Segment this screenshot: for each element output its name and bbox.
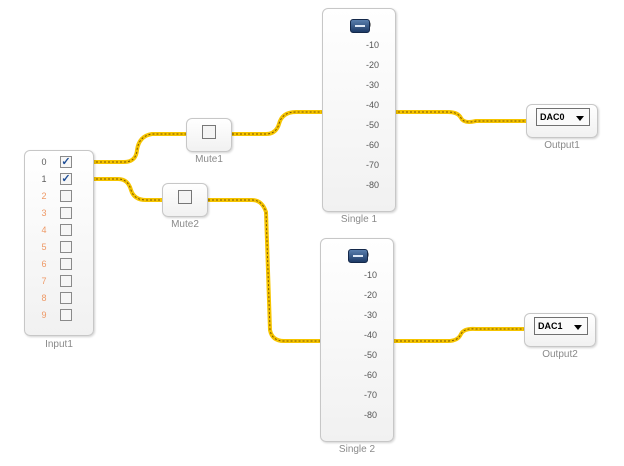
fader1-scale-label: -30 — [366, 80, 380, 90]
input-block[interactable] — [24, 150, 94, 336]
wire-mute1-fader1-dash — [228, 111, 326, 135]
output2-select-value: DAC1 — [538, 321, 563, 331]
wire-input1-mute2-dash — [88, 178, 166, 201]
fader2-block[interactable] — [320, 238, 394, 442]
input-channel-label: 6 — [41, 259, 47, 269]
fader2-scale-label: -20 — [364, 290, 378, 300]
input-channel-checkbox[interactable] — [60, 258, 72, 270]
wire-input0-mute1-dash — [88, 133, 190, 163]
input-channel-checkbox[interactable]: ✓ — [60, 173, 72, 185]
input-channel-checkbox[interactable] — [60, 292, 72, 304]
input-channel-checkbox[interactable] — [60, 224, 72, 236]
wire-fader1-output1[interactable] — [388, 110, 532, 124]
wire-mute1-fader1[interactable] — [226, 110, 328, 136]
input-channel-checkbox[interactable] — [60, 207, 72, 219]
input-channel-label: 5 — [41, 242, 47, 252]
fader2-title: Single 2 — [338, 444, 376, 455]
fader1-block[interactable] — [322, 8, 396, 212]
input-channel-checkbox[interactable] — [60, 190, 72, 202]
input-channel-label: 3 — [41, 208, 47, 218]
fader2-scale-label: -50 — [364, 350, 378, 360]
wire-input0-mute1[interactable] — [86, 132, 192, 164]
input-channel-label: 8 — [41, 293, 47, 303]
fader1-scale-label: -50 — [366, 120, 380, 130]
chevron-down-icon — [574, 325, 582, 330]
input-channel-label: 0 — [41, 157, 47, 167]
output1-select-value: DAC0 — [540, 112, 565, 122]
output1-select[interactable]: DAC0 — [536, 108, 590, 126]
fader2-scale-label: -40 — [364, 330, 378, 340]
mute1-toggle[interactable] — [202, 125, 216, 139]
output2-select[interactable]: DAC1 — [534, 317, 588, 335]
fader1-knob[interactable] — [350, 19, 370, 33]
mute2-toggle[interactable] — [178, 190, 192, 204]
output1-title: Output1 — [544, 140, 580, 151]
input-channel-checkbox[interactable] — [60, 309, 72, 321]
input-channel-label: 4 — [41, 225, 47, 235]
fader1-scale-label: -10 — [366, 40, 380, 50]
fader1-title: Single 1 — [340, 214, 378, 225]
fader2-scale-label: -60 — [364, 370, 378, 380]
chevron-down-icon — [576, 116, 584, 121]
input-channel-checkbox[interactable] — [60, 241, 72, 253]
fader1-scale-label: -70 — [366, 160, 380, 170]
fader2-scale-label: -30 — [364, 310, 378, 320]
wire-fader2-output2[interactable] — [386, 326, 530, 343]
fader1-scale-label: -20 — [366, 60, 380, 70]
fader1-scale-label: -60 — [366, 140, 380, 150]
mute2-title: Mute2 — [171, 219, 199, 230]
mute1-block[interactable] — [186, 118, 232, 152]
fader2-knob[interactable] — [348, 249, 368, 263]
input-channel-label: 9 — [41, 310, 47, 320]
fader2-scale-label: -10 — [364, 270, 378, 280]
wire-input1-mute2[interactable] — [86, 177, 168, 202]
output2-title: Output2 — [542, 349, 578, 360]
fader1-scale-label: -40 — [366, 100, 380, 110]
wire-mute2-fader2[interactable] — [202, 198, 326, 343]
input-block-title: Input1 — [45, 339, 73, 350]
wire-mute2-fader2-dash — [204, 199, 324, 342]
input-channel-label: 1 — [41, 174, 47, 184]
mute1-title: Mute1 — [195, 154, 223, 165]
fader2-scale-label: -70 — [364, 390, 378, 400]
fader1-scale-label: -80 — [366, 180, 380, 190]
input-channel-checkbox[interactable]: ✓ — [60, 156, 72, 168]
input-channel-label: 2 — [41, 191, 47, 201]
input-channel-checkbox[interactable] — [60, 275, 72, 287]
fader2-scale-label: -80 — [364, 410, 378, 420]
input-channel-label: 7 — [41, 276, 47, 286]
wire-fader1-output1-dash — [390, 111, 530, 123]
